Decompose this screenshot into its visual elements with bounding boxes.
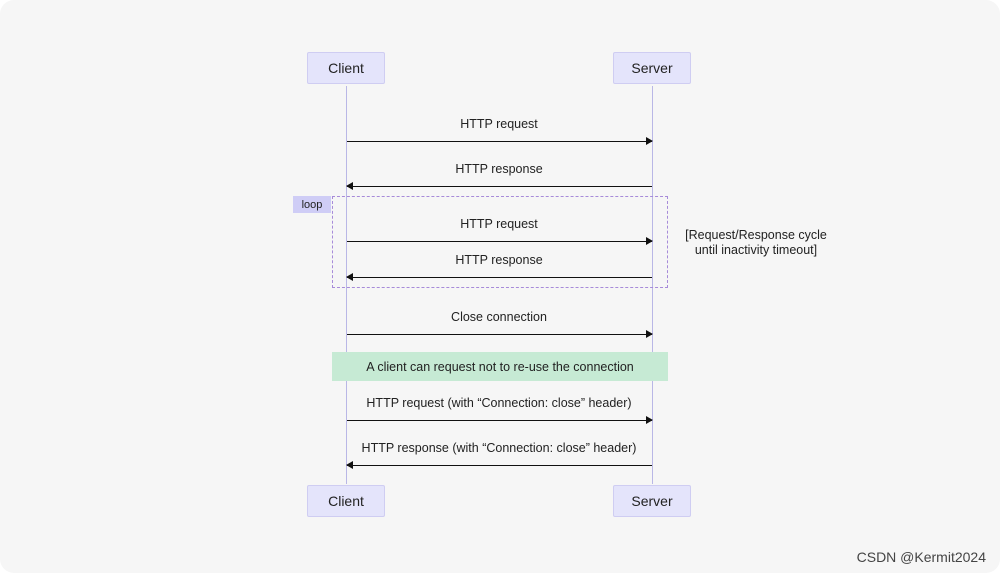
actor-client-label: Client xyxy=(328,493,364,509)
actor-server-label: Server xyxy=(631,493,673,509)
watermark: CSDN @Kermit2024 xyxy=(856,549,986,565)
loop-tag: loop xyxy=(293,196,331,213)
actor-client-label: Client xyxy=(328,60,364,76)
arrow-client-to-server xyxy=(347,137,653,145)
arrow-server-to-client xyxy=(346,461,652,469)
message-label: HTTP request xyxy=(460,217,538,231)
arrow-client-to-server xyxy=(347,330,653,338)
actor-client-top: Client xyxy=(307,52,385,84)
message-label: HTTP request xyxy=(460,117,538,131)
arrow-client-to-server xyxy=(347,416,653,424)
server-lifeline xyxy=(652,86,653,484)
arrow-server-to-client xyxy=(346,182,652,190)
actor-client-bottom: Client xyxy=(307,485,385,517)
actor-server-label: Server xyxy=(631,60,673,76)
message-label: HTTP response xyxy=(455,162,543,176)
message-label: HTTP request (with “Connection: close” h… xyxy=(366,396,632,410)
loop-note: [Request/Response cycle until inactivity… xyxy=(680,228,832,258)
message-label: HTTP response xyxy=(455,253,543,267)
message-label: HTTP response (with “Connection: close” … xyxy=(361,441,637,455)
actor-server-bottom: Server xyxy=(613,485,691,517)
actor-server-top: Server xyxy=(613,52,691,84)
arrow-server-to-client xyxy=(346,273,652,281)
note-box: A client can request not to re-use the c… xyxy=(332,352,668,381)
loop-frame xyxy=(332,196,668,288)
loop-note-line-2: until inactivity timeout] xyxy=(694,243,818,257)
client-lifeline xyxy=(346,86,347,484)
message-label: Close connection xyxy=(451,310,547,324)
arrow-client-to-server xyxy=(347,237,653,245)
loop-note-line-1: [Request/Response cycle xyxy=(685,228,827,242)
note-text: A client can request not to re-use the c… xyxy=(366,359,634,374)
